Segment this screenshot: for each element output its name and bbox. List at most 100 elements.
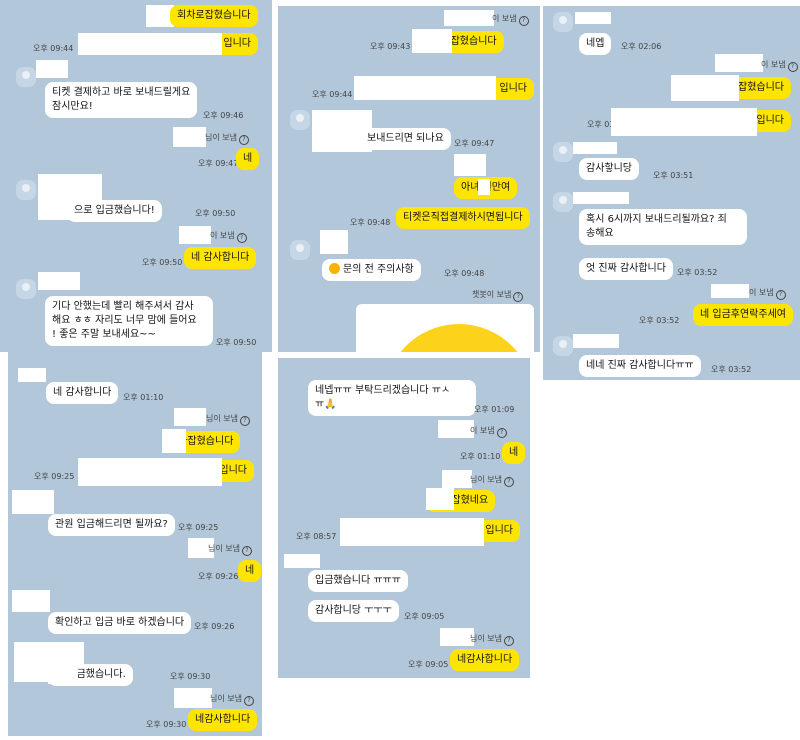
avatar (290, 240, 310, 260)
message-bubble-received: 네넵ㅠㅠ 부탁드리겠습니다 ㅠㅅ ㅠ🙏 (308, 380, 476, 416)
info-icon: ? (503, 636, 514, 646)
redaction (78, 458, 222, 486)
redaction (179, 226, 211, 244)
redaction (671, 75, 739, 101)
message-bubble-received: 으로 입금했습니다! (67, 200, 162, 222)
avatar (553, 12, 573, 32)
message-bubble-received: 혹시 6시까지 보내드리될까요? 죄 송해요 (579, 209, 747, 245)
message-text: 감사핳니당 (586, 163, 632, 174)
avatar (553, 142, 573, 162)
redaction (278, 358, 530, 378)
message-text: 네 감사합니다 (191, 252, 250, 263)
redaction (12, 590, 50, 612)
message-text: 석으로잡혔습니다 (423, 36, 497, 47)
message-time: 오후 09:50 (142, 258, 183, 267)
message-time: 오후 09:30 (170, 672, 211, 681)
message-text: 입니다 (756, 115, 784, 126)
info-icon: ? (496, 428, 507, 438)
avatar (16, 279, 36, 299)
message-bubble-received: 입금했습니다 ㅠㅠㅠ (308, 570, 408, 592)
redaction (454, 154, 486, 176)
sender-label: 님이 보냄? (206, 414, 250, 426)
message-text: 보내드리면 되나요 (367, 133, 444, 144)
sender-label: 이 보냄? (470, 426, 507, 438)
sender-label: 님이 보냄? (470, 634, 514, 646)
avatar (16, 67, 36, 87)
redaction (711, 284, 749, 298)
message-text: 입니다 (219, 465, 247, 476)
redaction (444, 10, 494, 26)
message-bubble-received: 감사핳니당 (579, 158, 639, 180)
message-text: 네 (243, 153, 253, 164)
message-time: 오후 02:06 (621, 42, 662, 51)
message-time: 오후 03:52 (639, 316, 680, 325)
message-text: 티켓 결제하고 바로 보내드릴게요 잠시만요! (52, 87, 191, 112)
redaction (174, 408, 206, 426)
redaction (173, 127, 206, 147)
message-text: 입니다 (485, 525, 513, 536)
avatar (553, 336, 573, 356)
info-icon: ? (787, 62, 798, 72)
message-time: 오후 09:25 (178, 523, 219, 532)
chat-panel-4: 네 감사합니다 오후 01:10 님이 보냄? 회차잡혔습니다 오후 09:25… (8, 352, 262, 736)
message-bubble-received: 엇 진짜 감사합니다 (579, 258, 673, 280)
message-text: 네 (509, 447, 519, 458)
message-bubble-sent: 티켓은직접결제하시면됩니다 (396, 207, 530, 229)
sender-label: 이 보냄? (492, 14, 529, 26)
redaction (438, 420, 474, 438)
redaction (18, 368, 46, 382)
message-text: 네 (245, 565, 255, 576)
message-text: 기다 안했는데 빨리 해주셔서 감사 해요 ㅎㅎ 자리도 너무 맘에 들어요 !… (52, 301, 197, 340)
redaction (354, 76, 496, 100)
message-bubble-received: 감사합니당 ㅜㅜㅜ (308, 600, 399, 622)
sender-label: 이 보냄? (749, 288, 786, 300)
redaction (38, 272, 80, 290)
message-time: 오후 01:10 (460, 452, 501, 461)
info-icon: ? (503, 477, 514, 487)
message-bubble-sent: 네 감사합니다 (184, 247, 257, 269)
redaction (440, 628, 474, 646)
message-text: 네감사합니다 (457, 654, 513, 665)
message-bubble-sent: 네 (238, 560, 262, 582)
message-text: 네엡 (586, 38, 605, 49)
redaction (442, 470, 472, 488)
message-time: 오후 09:44 (33, 44, 74, 53)
message-time: 오후 09:48 (444, 269, 485, 278)
redaction (48, 664, 78, 684)
message-time: 오후 09:44 (312, 90, 353, 99)
redaction (340, 518, 484, 546)
redaction (426, 488, 454, 510)
redaction (174, 688, 212, 708)
message-time: 오후 09:25 (34, 472, 75, 481)
message-bubble-sent: 네 (502, 442, 526, 464)
message-text: 티켓은직접결제하시면됩니다 (403, 212, 523, 223)
message-time: 오후 09:48 (350, 218, 391, 227)
avatar (16, 180, 36, 200)
redaction (162, 429, 186, 453)
redaction (412, 29, 452, 53)
message-bubble-sent: 네감사합니다 (450, 649, 520, 671)
message-time: 오후 03:52 (711, 365, 752, 374)
redaction (478, 179, 490, 195)
message-text: 입금했습니다 ㅠㅠㅠ (315, 575, 401, 586)
message-time: 오후 09:05 (408, 660, 449, 669)
avatar (553, 192, 573, 212)
info-icon: ? (236, 233, 247, 243)
sender-label: 이 보냄? (210, 231, 247, 243)
redaction (78, 33, 222, 55)
message-text: 확인하고 입금 바로 하겠습니다 (55, 617, 185, 628)
message-bubble-received: 네네 진짜 감사합니다ㅠㅠ (579, 355, 701, 377)
message-time: 오후 09:26 (198, 572, 239, 581)
redaction (611, 108, 757, 136)
message-time: 오후 01:09 (474, 405, 515, 414)
sender-label: 님이 보냄? (470, 475, 514, 487)
message-text: 혹시 6시까지 보내드리될까요? 죄 송해요 (586, 214, 727, 239)
message-bubble-sent: 네 (236, 148, 260, 170)
redaction (320, 230, 348, 254)
redaction (284, 554, 320, 568)
message-time: 오후 09:47 (454, 139, 495, 148)
message-bubble-received: 티켓 결제하고 바로 보내드릴게요 잠시만요! (45, 82, 198, 118)
sender-label: 이 보냄? (761, 60, 798, 72)
info-icon: ? (513, 292, 524, 302)
info-icon: ? (775, 290, 786, 300)
